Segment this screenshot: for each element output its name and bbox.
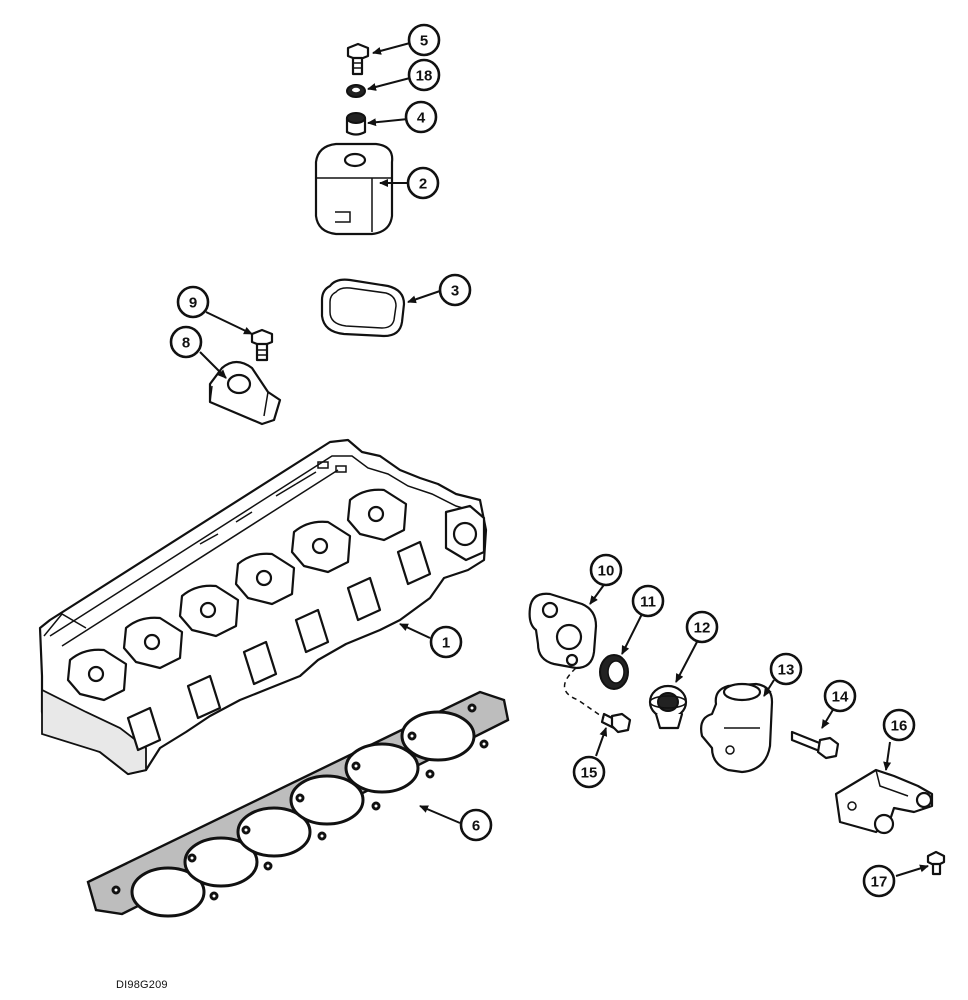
part-14-bolt [790,730,840,760]
callout-18-label: 18 [416,68,433,85]
part-12-thermostat [648,684,688,730]
callout-6: 6 [459,808,493,842]
leader-lines [199,42,929,877]
callout-11-label: 11 [640,594,656,611]
part-4-grommet [345,112,367,136]
part-3-gasket [320,278,406,338]
part-17-bolt [926,850,946,876]
part-2-cover [314,142,394,236]
callout-14: 14 [823,679,857,713]
callout-15: 15 [572,755,606,789]
part-11-seal [599,654,629,690]
callout-10: 10 [589,553,623,587]
part-16-bracket [834,768,934,835]
callout-17: 17 [862,864,896,898]
part-18-washer [346,84,366,98]
callout-11: 11 [631,584,665,618]
drawing-id-label: DI98G209 [116,979,168,991]
callout-3-label: 3 [451,283,459,300]
callout-10-label: 10 [598,563,615,580]
part-13-thermostat-housing [700,682,774,774]
callout-8-label: 8 [182,335,190,352]
part-10-housing-gasket [528,592,598,670]
callout-18: 18 [407,58,441,92]
part-9-bolt [250,328,274,362]
callout-2-label: 2 [419,176,427,193]
alignment-dashed-line [563,667,605,719]
part-5-bolt [346,42,370,76]
callout-9: 9 [176,285,210,319]
part-6-head-gasket [86,690,510,918]
callout-16: 16 [882,708,916,742]
callout-2: 2 [406,166,440,200]
callout-13-label: 13 [778,662,795,679]
callout-6-label: 6 [472,818,480,835]
callout-15-label: 15 [581,765,598,782]
part-15-bolt [600,712,632,734]
callout-9-label: 9 [189,295,197,312]
callout-8: 8 [169,325,203,359]
callout-4-label: 4 [417,110,426,127]
callout-5: 5 [407,23,441,57]
callout-14-label: 14 [832,689,849,706]
callout-1-label: 1 [442,635,450,652]
callout-17-label: 17 [871,874,888,891]
callout-3: 3 [438,273,472,307]
part-8-bracket [208,360,282,426]
callout-1: 1 [429,625,463,659]
callout-4: 4 [404,100,438,134]
callout-5-label: 5 [420,33,428,50]
callout-12-label: 12 [694,620,711,637]
part-1-cylinder-head [38,438,488,776]
callout-16-label: 16 [891,718,908,735]
callout-12: 12 [685,610,719,644]
callout-13: 13 [769,652,803,686]
